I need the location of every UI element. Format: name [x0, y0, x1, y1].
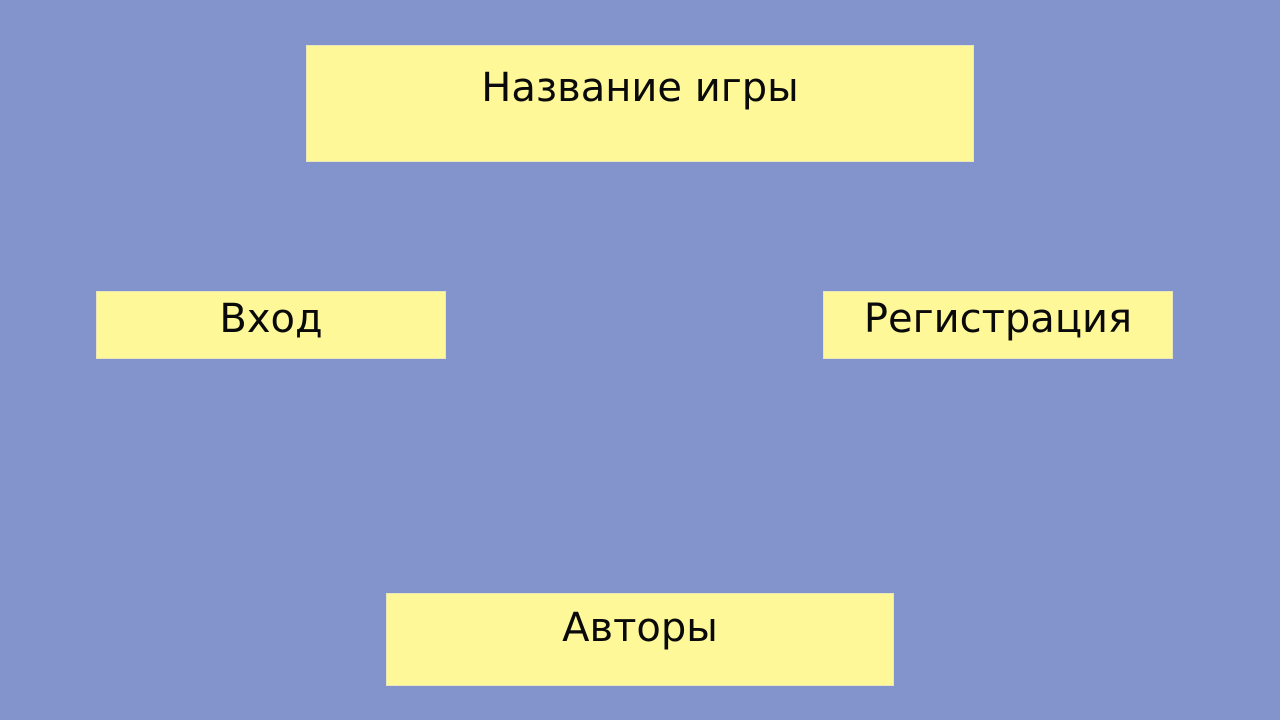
authors-button-label: Авторы — [562, 605, 718, 651]
login-button-label: Вход — [219, 296, 323, 342]
authors-button[interactable]: Авторы — [386, 593, 894, 686]
register-button-label: Регистрация — [863, 296, 1133, 342]
register-button[interactable]: Регистрация — [823, 291, 1173, 359]
game-title: Название игры — [481, 65, 799, 111]
login-button[interactable]: Вход — [96, 291, 446, 359]
game-title-box: Название игры — [306, 45, 974, 162]
